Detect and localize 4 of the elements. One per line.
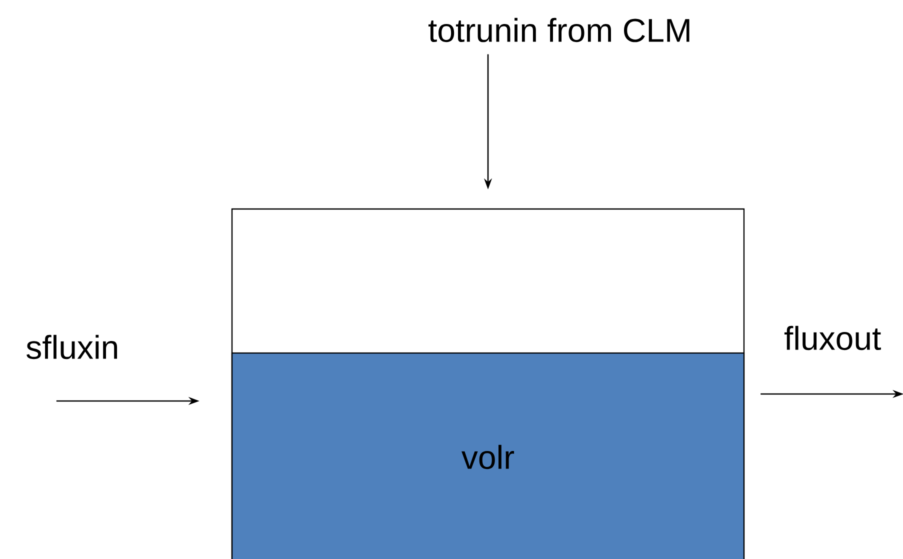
source-label: totrunin from CLM [428, 18, 690, 42]
edge-label: fluxout [784, 326, 881, 350]
edge-label: sfluxin [26, 334, 118, 360]
water-fill: volr [231, 352, 745, 559]
